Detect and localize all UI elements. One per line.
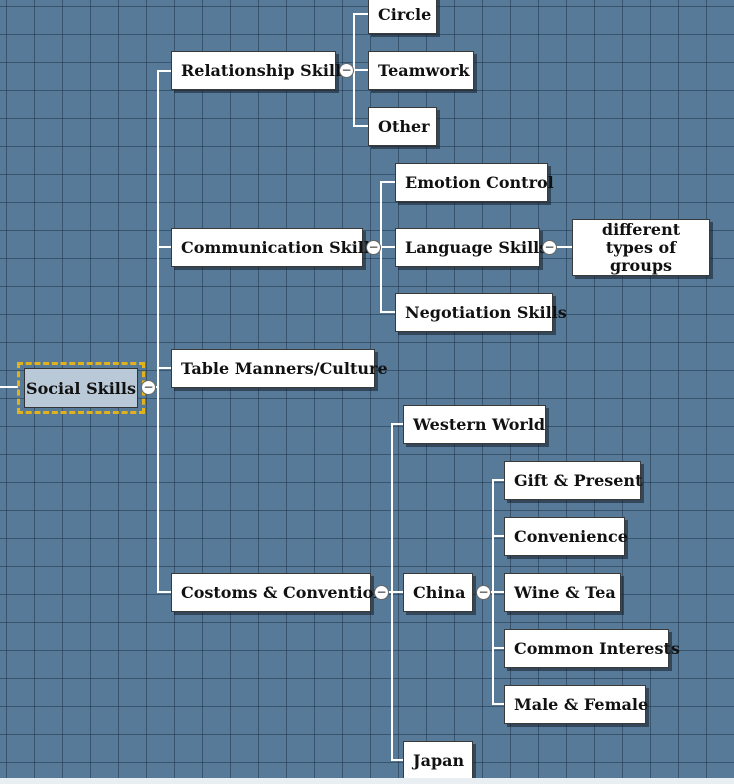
central-topic[interactable]: Social Skills bbox=[24, 368, 138, 408]
topic-western-world[interactable]: Western World bbox=[403, 405, 546, 444]
topic-wine-tea[interactable]: Wine & Tea bbox=[504, 573, 621, 612]
collapse-toggle-china[interactable]: − bbox=[476, 585, 491, 600]
topic-table-manners[interactable]: Table Manners/Culture bbox=[171, 349, 388, 388]
topic-japan[interactable]: Japan bbox=[403, 741, 473, 780]
connector-line bbox=[490, 591, 504, 593]
connector-line bbox=[353, 69, 368, 71]
collapse-toggle-central[interactable]: − bbox=[141, 380, 156, 395]
connector-line bbox=[492, 479, 494, 704]
connector-line bbox=[380, 246, 395, 248]
topic-relationship-skills[interactable]: Relationship Skills bbox=[171, 51, 350, 90]
connector-line bbox=[157, 246, 171, 248]
connector-line bbox=[492, 647, 504, 649]
connector-line bbox=[391, 423, 393, 760]
connector-line bbox=[353, 13, 368, 15]
collapse-toggle-relationship[interactable]: − bbox=[339, 63, 354, 78]
topic-emotion-control[interactable]: Emotion Control bbox=[395, 163, 554, 202]
connector-line bbox=[492, 535, 504, 537]
connector-line bbox=[0, 386, 18, 388]
topic-china[interactable]: China bbox=[403, 573, 473, 612]
topic-communication-skills[interactable]: Communication Skills bbox=[171, 228, 379, 267]
topic-different-types-of-groups[interactable]: different types of groups bbox=[572, 219, 710, 276]
connector-line bbox=[380, 181, 382, 312]
connector-line bbox=[492, 479, 504, 481]
topic-language-skills[interactable]: Language Skills bbox=[395, 228, 548, 267]
connector-line bbox=[157, 70, 171, 72]
canvas-bottom-edge bbox=[0, 778, 734, 784]
topic-teamwork[interactable]: Teamwork bbox=[368, 51, 474, 90]
connector-line bbox=[388, 591, 403, 593]
topic-male-female[interactable]: Male & Female bbox=[504, 685, 648, 724]
connector-line bbox=[492, 703, 504, 705]
connector-line bbox=[391, 423, 403, 425]
topic-common-interests[interactable]: Common Interests bbox=[504, 629, 680, 668]
topic-gift-present[interactable]: Gift & Present bbox=[504, 461, 642, 500]
connector-line bbox=[157, 70, 159, 592]
topic-convenience[interactable]: Convenience bbox=[504, 517, 628, 556]
connector-line bbox=[391, 759, 403, 761]
connector-line bbox=[157, 591, 171, 593]
collapse-toggle-communication[interactable]: − bbox=[366, 240, 381, 255]
connector-line bbox=[556, 246, 572, 248]
connector-line bbox=[353, 125, 368, 127]
topic-negotiation-skills[interactable]: Negotiation Skills bbox=[395, 293, 567, 332]
connector-line bbox=[380, 181, 395, 183]
collapse-toggle-customs[interactable]: − bbox=[374, 585, 389, 600]
connector-line bbox=[157, 367, 171, 369]
connector-line bbox=[380, 311, 395, 313]
topic-customs-convention[interactable]: Costoms & Convention bbox=[171, 573, 385, 612]
topic-other[interactable]: Other bbox=[368, 107, 437, 146]
topic-circle[interactable]: Circle bbox=[368, 0, 437, 34]
collapse-toggle-language[interactable]: − bbox=[542, 240, 557, 255]
